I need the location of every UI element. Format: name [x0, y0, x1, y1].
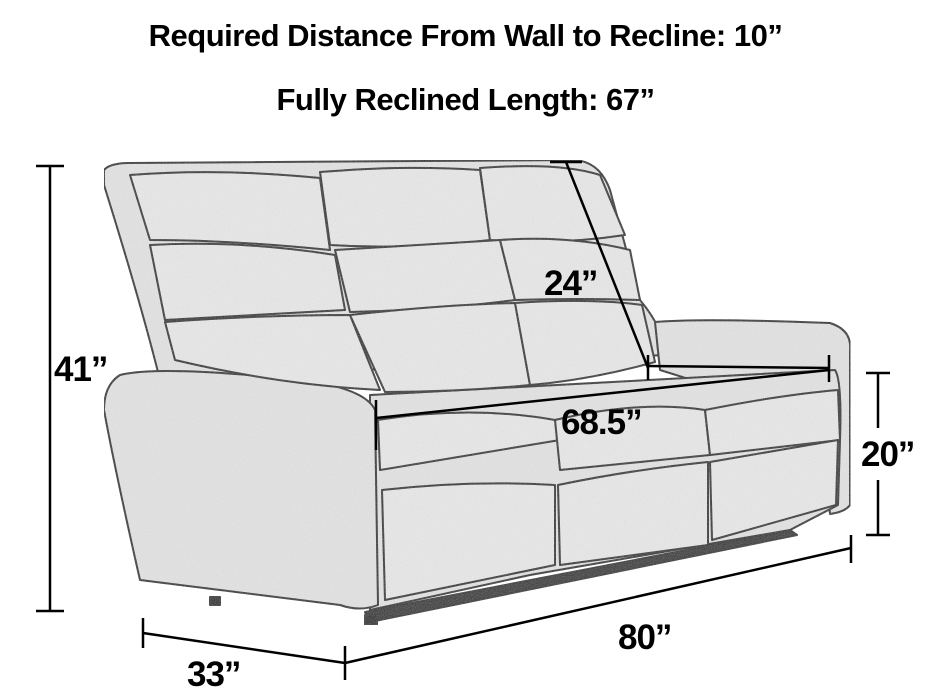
seat-back-label: 24”	[544, 264, 598, 303]
depth-dimension-line	[141, 618, 347, 680]
left-arm	[103, 370, 379, 610]
reclined-length-heading: Fully Reclined Length: 67”	[276, 82, 656, 117]
width-dimension-line	[344, 535, 853, 665]
dimension-lines	[36, 160, 890, 680]
sofa-illustration	[103, 159, 852, 626]
seat-width-label: 68.5”	[561, 403, 643, 442]
recline-distance-heading: Required Distance From Wall to Recline: …	[148, 18, 783, 53]
seat-height-label: 20”	[861, 435, 915, 474]
seat-width-dimension-line	[374, 355, 831, 450]
width-label: 80”	[618, 618, 672, 657]
seat-back-dimension-line	[550, 160, 650, 380]
height-label: 41”	[54, 350, 108, 389]
height-dimension-line	[36, 164, 64, 613]
seat-height-dimension-line	[866, 371, 890, 537]
depth-label: 33”	[187, 655, 241, 694]
